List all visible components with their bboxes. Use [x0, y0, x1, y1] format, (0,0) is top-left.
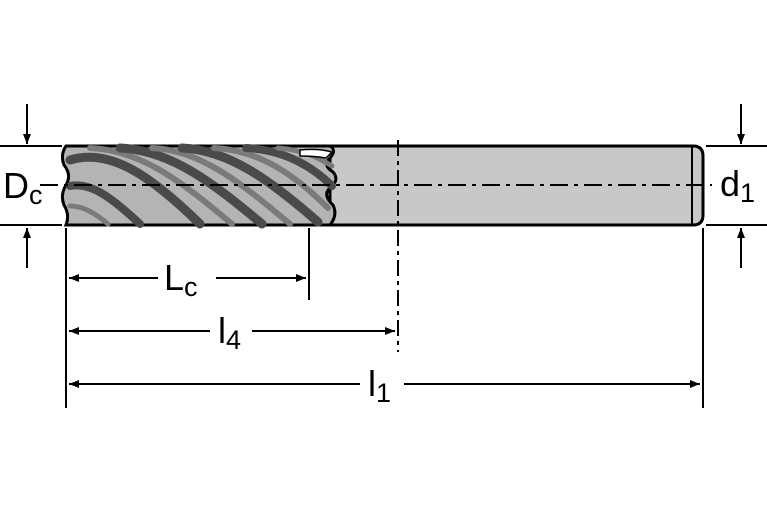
lc-dimension: Lc: [69, 257, 306, 302]
l1-label: l1: [368, 363, 391, 408]
d1-label: d1: [720, 163, 755, 208]
dc-label: Dc: [3, 165, 43, 210]
flute-end-notch: [299, 148, 334, 159]
l4-dimension: l4: [69, 310, 395, 355]
lc-label: Lc: [164, 257, 198, 302]
l4-label: l4: [218, 310, 241, 355]
fluted-section: [60, 143, 338, 229]
d1-dimension: d1: [720, 104, 755, 268]
l1-dimension: l1: [69, 363, 700, 408]
dc-dimension: Dc: [3, 104, 43, 268]
extension-lines: [0, 145, 767, 408]
